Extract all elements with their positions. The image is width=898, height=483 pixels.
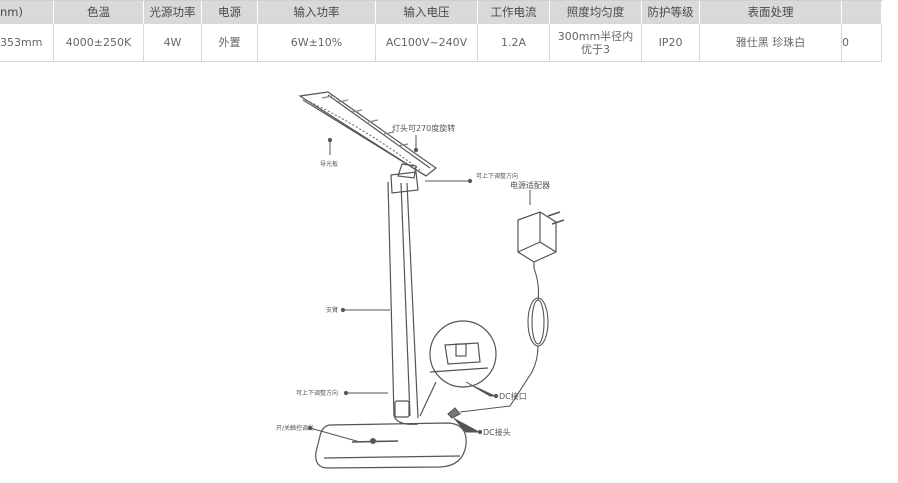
table-value-cell: 外置 (202, 24, 258, 62)
table-value-cell: 4W (144, 24, 202, 62)
detail-inset (419, 320, 497, 417)
table-header-cell: 工作电流 (478, 1, 550, 24)
table-header-cell: 照度均匀度 (550, 1, 642, 24)
power-adapter (517, 211, 565, 268)
table-value-cell: 6W±10% (258, 24, 376, 62)
table-value-cell: 300mm半径内优于3 (550, 24, 642, 62)
label-dc-plug: DC接头 (483, 427, 511, 437)
label-support-arm: 支臂 (326, 306, 338, 314)
table-value-text: 300mm半径内优于3 (557, 29, 634, 56)
table-header-cell: 表面处理 (700, 1, 842, 24)
spec-table: nm) 色温 光源功率 电源 输入功率 输入电压 工作电流 照度均匀度 防护等级… (0, 0, 882, 62)
table-header-cell: nm) (0, 1, 54, 24)
label-adjust-direction-bottom: 可上下调整方向 (296, 389, 338, 397)
label-lamp-head-rotation: 灯头可270度旋转 (392, 123, 455, 133)
table-value-cell: AC100V~240V (376, 24, 478, 62)
table-header-cell (842, 1, 882, 24)
lamp-arm (387, 171, 419, 425)
power-cable (447, 267, 549, 419)
table-value-cell: IP20 (642, 24, 700, 62)
table-value-cell: 4000±250K (54, 24, 144, 62)
label-adjust-direction-top-text: 可上下调整方向 (476, 172, 518, 180)
table-header-cell: 色温 (54, 1, 144, 24)
label-switch-dimming: 开/关触控调光 (276, 424, 314, 432)
table-value-cell: 353mm (0, 24, 54, 62)
table-header-cell: 防护等级 (642, 1, 700, 24)
table-value-cell: 1.2A (478, 24, 550, 62)
table-value-cell: 0 (842, 24, 882, 62)
label-light-guide-plate: 导光板 (320, 160, 338, 168)
table-value-cell: 雅仕黑 珍珠白 (700, 24, 842, 62)
table-header-cell: 输入功率 (258, 1, 376, 24)
table-header-cell: 输入电压 (376, 1, 478, 24)
lamp-base (315, 422, 467, 469)
leader-lines (307, 135, 531, 443)
table-header-cell: 电源 (202, 1, 258, 24)
lamp-head (298, 91, 437, 179)
label-adjust-direction-top: 可上下调整方向 (476, 172, 518, 180)
label-dc-socket: DC接口 (499, 391, 527, 401)
label-power-adapter: 电源适配器 (510, 180, 550, 190)
table-header-cell: 光源功率 (144, 1, 202, 24)
